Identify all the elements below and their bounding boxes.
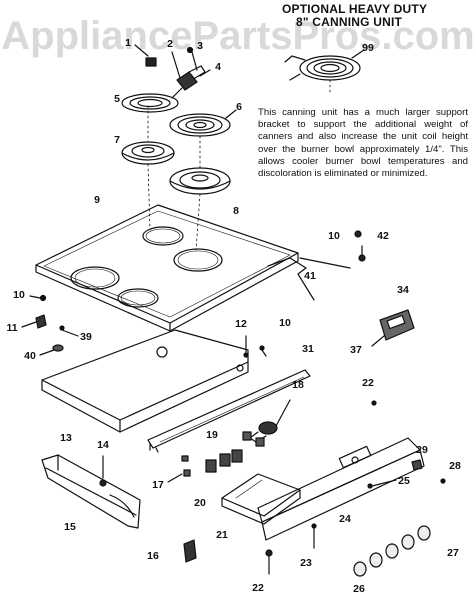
canning-unit-description: This canning unit has a much larger supp… [258, 107, 468, 180]
callout-39: 39 [80, 331, 92, 343]
canning-unit-99 [284, 49, 365, 81]
callout-10-right: 10 [328, 230, 340, 242]
callout-7: 7 [114, 134, 120, 146]
callout-20: 20 [194, 497, 206, 509]
part-7-bowl [121, 141, 175, 165]
callout-21: 21 [216, 529, 228, 541]
callout-31: 31 [302, 343, 314, 355]
title-line-2: 8" CANNING UNIT [296, 15, 403, 29]
part-6-coil [169, 109, 237, 137]
callout-27: 27 [447, 547, 459, 559]
part-26-knobs [353, 525, 431, 577]
callout-4: 4 [215, 61, 221, 73]
callout-12: 12 [235, 318, 247, 330]
part-15-bracket [41, 454, 141, 529]
part-8-bowl [169, 167, 231, 195]
callout-10-left: 10 [13, 289, 25, 301]
callout-40: 40 [24, 350, 36, 362]
callout-14: 14 [97, 439, 109, 451]
callout-22-bottom: 22 [252, 582, 264, 594]
callout-3: 3 [197, 40, 203, 52]
callout-1: 1 [125, 37, 131, 49]
callout-9: 9 [94, 194, 100, 206]
callout-25: 25 [398, 475, 410, 487]
callout-42: 42 [377, 230, 389, 242]
callout-99: 99 [362, 42, 374, 54]
watermark-text: AppliancePartsPros.com [1, 14, 475, 58]
callout-6: 6 [236, 101, 242, 113]
callout-16: 16 [147, 550, 159, 562]
callout-26: 26 [353, 583, 365, 595]
callout-37: 37 [350, 344, 362, 356]
callout-34: 34 [397, 284, 409, 296]
callout-41: 41 [304, 270, 316, 282]
callout-17: 17 [152, 479, 164, 491]
callout-10-mid: 10 [279, 317, 291, 329]
callout-23: 23 [300, 557, 312, 569]
callout-24: 24 [339, 513, 351, 525]
part-9-cooktop [35, 204, 299, 332]
callout-11: 11 [6, 322, 18, 334]
callout-15: 15 [64, 521, 76, 533]
part-24-backguard [257, 437, 425, 541]
callout-28: 28 [449, 460, 461, 472]
part-31-strip [147, 369, 311, 453]
part-21-panel [221, 473, 301, 525]
title-line-1: OPTIONAL HEAVY DUTY [282, 2, 428, 16]
part-5-coil [121, 87, 183, 113]
callout-29: 29 [416, 444, 428, 456]
callout-2: 2 [167, 38, 173, 50]
callout-22-right: 22 [362, 377, 374, 389]
callout-19: 19 [206, 429, 218, 441]
callout-18: 18 [292, 379, 304, 391]
part-1-cap [145, 57, 157, 67]
callout-5: 5 [114, 93, 120, 105]
callout-8: 8 [233, 205, 239, 217]
part-13-main-top [41, 329, 249, 433]
callout-13: 13 [60, 432, 72, 444]
